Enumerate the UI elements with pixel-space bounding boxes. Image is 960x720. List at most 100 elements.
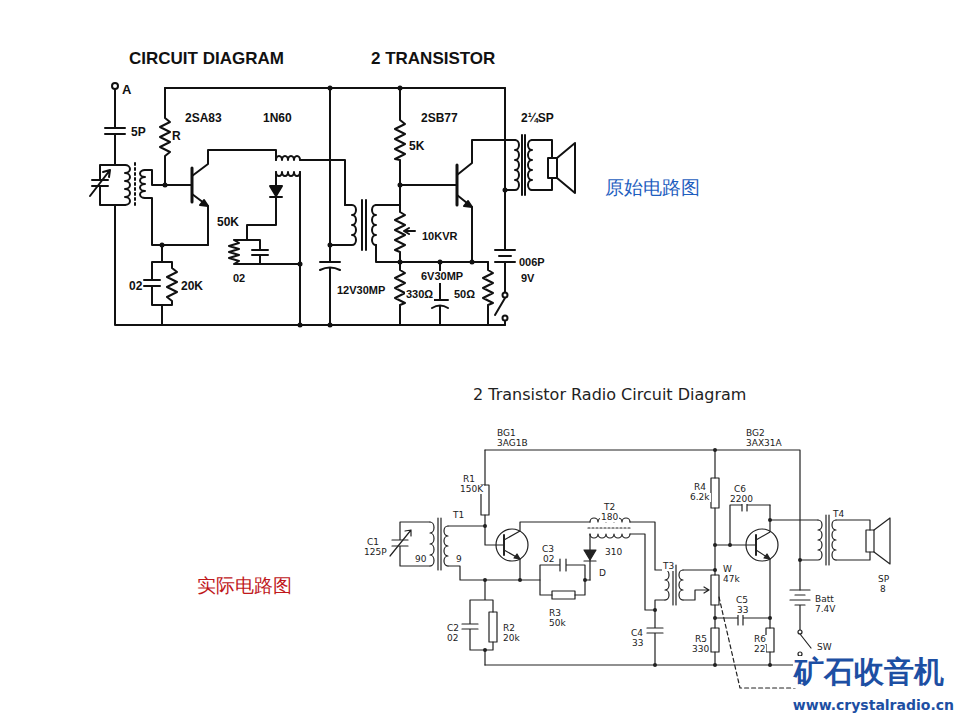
transistor-symbol xyxy=(496,529,528,561)
diode-symbol xyxy=(270,186,282,196)
part-label: C6 xyxy=(733,485,747,494)
label-slot: 5P xyxy=(130,122,147,140)
junction-dot xyxy=(713,663,717,667)
label-slot: 02 xyxy=(232,268,246,286)
variable-capacitor-arrow xyxy=(390,530,411,556)
part-label: T2 xyxy=(603,503,616,512)
coil-core xyxy=(588,527,632,528)
part-label: 12V30MP xyxy=(336,285,386,297)
part-label: T4 xyxy=(832,510,845,519)
wire xyxy=(590,522,665,610)
resistor-symbol xyxy=(552,591,575,599)
wire xyxy=(485,515,504,545)
caption-text: 实际电路图 xyxy=(196,576,293,596)
label-slot: 50k xyxy=(548,612,567,630)
speaker-cone xyxy=(874,518,890,564)
junction-dot xyxy=(483,578,487,582)
part-label: BG1 xyxy=(496,429,517,438)
part-label: 10KVR xyxy=(421,231,458,243)
part-label: W xyxy=(722,565,733,574)
detector-load xyxy=(229,240,300,264)
wire xyxy=(115,88,505,325)
watermark: www.crystalradio.cn xyxy=(792,698,955,713)
part-label: C2 xyxy=(446,624,460,633)
diagram-title: 2 TRANSISTOR xyxy=(370,50,496,68)
variable-capacitor-arrow xyxy=(90,170,110,196)
part-label: 50K xyxy=(216,216,240,229)
label-slot: 9 xyxy=(455,548,463,566)
transistor-symbol xyxy=(755,535,757,555)
part-label: 150K xyxy=(459,485,484,494)
label-slot: 50K xyxy=(216,212,240,230)
junction-dot xyxy=(713,616,717,620)
label-slot: 20K xyxy=(180,276,204,294)
label-slot: 5K xyxy=(408,136,425,154)
transistor-symbol xyxy=(503,535,505,555)
label-slot: 47k xyxy=(722,568,741,586)
label-slot: 22 xyxy=(753,638,766,656)
junction-dot xyxy=(483,648,487,652)
junction-dot xyxy=(160,243,165,248)
part-label: 5P xyxy=(130,126,147,139)
switch-contact xyxy=(503,316,508,321)
resistor-symbol xyxy=(395,262,493,325)
antenna-wire xyxy=(105,89,125,165)
diode-symbol xyxy=(584,550,596,560)
part-label: 02 xyxy=(446,634,459,643)
part-label: BG2 xyxy=(745,429,766,438)
label-slot: C5 xyxy=(735,589,749,607)
label-slot: 330 xyxy=(691,638,710,656)
junction-dot xyxy=(328,323,333,328)
part-label: C5 xyxy=(735,596,749,605)
part-label: 50Ω xyxy=(453,289,476,301)
capacitor-symbol xyxy=(730,500,770,545)
label-slot: 330Ω xyxy=(405,284,434,302)
part-label: 02 xyxy=(542,555,555,564)
label-slot: 2200 xyxy=(729,488,754,506)
speaker-cone xyxy=(557,143,575,193)
junction-dot xyxy=(298,323,303,328)
transistor-leads xyxy=(457,140,515,262)
junction-dot xyxy=(653,608,657,612)
wire xyxy=(715,450,756,665)
label-slot: BG1 xyxy=(496,422,517,440)
emitter-arrow xyxy=(464,201,472,207)
label-slot: 9V xyxy=(520,268,535,286)
label-slot: 310 xyxy=(604,541,623,559)
label-slot: 实际电路图 xyxy=(196,576,293,596)
junction-dot xyxy=(728,543,732,547)
junction-dot xyxy=(768,518,772,522)
part-label: 33 xyxy=(631,639,644,648)
watermark: 矿石收音机 xyxy=(793,656,945,688)
label-slot: 20k xyxy=(502,627,521,645)
battery-symbol xyxy=(790,590,810,630)
transistor-symbol xyxy=(191,168,194,202)
label-slot: 2 TRANSISTOR xyxy=(370,50,496,68)
wire xyxy=(485,450,800,665)
part-label: R3 xyxy=(548,609,562,618)
label-slot: 2 Transistor Radio Circuit Diagram xyxy=(472,386,747,404)
label-slot: Batt xyxy=(814,588,835,606)
junction-dot xyxy=(768,663,772,667)
part-label: 006P xyxy=(518,257,546,269)
junction-dot xyxy=(798,558,802,562)
label-slot: 6.2k xyxy=(689,486,711,504)
part-label: 2200 xyxy=(729,495,754,504)
actual-schematic xyxy=(390,448,890,688)
label-slot: W xyxy=(722,558,733,576)
label-slot: T2 xyxy=(603,496,616,514)
label-slot: R5 xyxy=(694,628,708,646)
label-slot: 90 xyxy=(414,548,427,566)
junction-dot xyxy=(713,568,717,572)
label-slot: 原始电路图 xyxy=(604,178,701,198)
label-slot: SP xyxy=(877,568,890,586)
label-slot: 2SA83 xyxy=(184,108,223,126)
transistor-leads xyxy=(192,150,276,245)
diode-symbol xyxy=(584,560,596,561)
diode-symbol xyxy=(247,197,282,240)
part-label: C3 xyxy=(541,545,555,554)
transistor-symbol xyxy=(746,529,778,561)
part-label: 310 xyxy=(604,548,623,557)
label-slot: R3 xyxy=(548,602,562,620)
